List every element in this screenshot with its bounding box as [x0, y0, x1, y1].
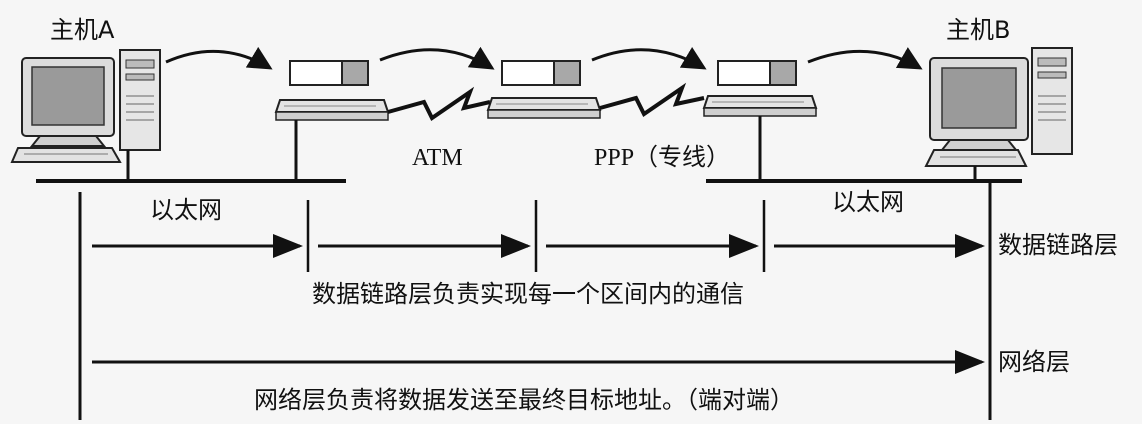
host-a-label: 主机A — [50, 18, 114, 42]
atm-link-zigzag — [388, 92, 490, 118]
right-ethernet-label: 以太网 — [832, 190, 904, 214]
ppp-label: PPP（专线） — [594, 146, 730, 170]
flow-arrow-host-a-to-router-1 — [166, 51, 270, 68]
router-2 — [488, 61, 600, 118]
datalink-layer-name: 数据链路层 — [998, 233, 1118, 257]
host-b-computer — [926, 48, 1072, 180]
network-layer-description: 网络层负责将数据发送至最终目标地址。（端对端） — [254, 388, 794, 412]
host-b-label: 主机B — [946, 18, 1010, 42]
datalink-layer-description: 数据链路层负责实现每一个区间内的通信 — [312, 282, 744, 306]
host-a-computer — [12, 50, 160, 180]
atm-label: ATM — [412, 146, 463, 170]
flow-arrow-router-3-to-host-b — [808, 51, 920, 68]
network-layer-name: 网络层 — [998, 350, 1070, 374]
flow-arrow-router-1-to-router-2 — [380, 50, 492, 68]
left-ethernet-label: 以太网 — [150, 198, 222, 222]
router-1 — [276, 61, 388, 181]
ppp-link-zigzag — [600, 88, 704, 114]
flow-arrow-router-2-to-router-3 — [592, 50, 704, 68]
